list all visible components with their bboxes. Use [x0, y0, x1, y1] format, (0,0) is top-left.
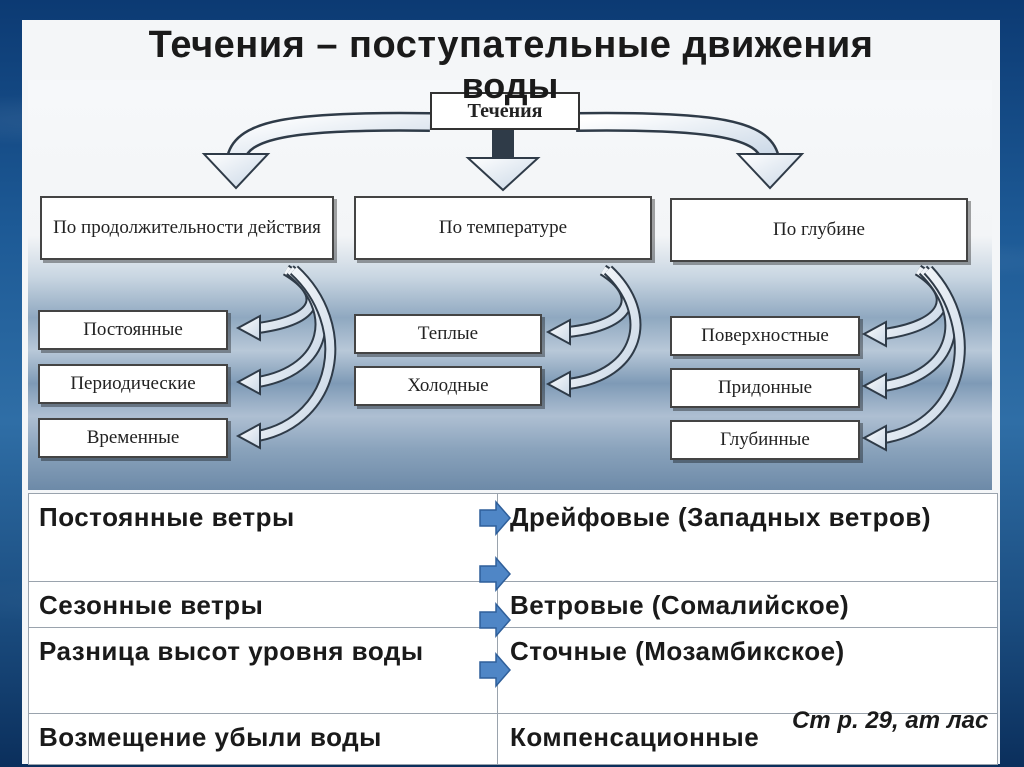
item-surface: Поверхностные — [670, 316, 860, 356]
causes-effects-table: Постоянные ветры Дрейфовые (Западных вет… — [28, 493, 998, 765]
arrowhead-depth — [735, 153, 805, 190]
category-duration: По продолжительности действия — [40, 196, 334, 260]
effect-cell: Компенсационные — [497, 713, 998, 765]
item-warm: Теплые — [354, 314, 542, 354]
item-temporary: Временные — [38, 418, 228, 458]
table-arrows — [479, 500, 511, 688]
currents-classification-diagram: Течения По продолжительности действия По… — [28, 80, 992, 490]
right-arrow-icon — [479, 652, 511, 688]
item-bottom: Придонные — [670, 368, 860, 408]
diagram-arrows — [201, 111, 966, 452]
table-row: Разница высот уровня воды Сточные (Мозам… — [28, 627, 998, 714]
cause-cell: Разница высот уровня воды — [28, 627, 498, 714]
right-arrow-icon — [479, 602, 511, 638]
effect-cell: Ветровые (Сомалийское) — [497, 581, 998, 628]
table-row: Постоянные ветры Дрейфовые (Западных вет… — [28, 493, 998, 582]
category-depth: По глубине — [670, 198, 968, 262]
curve-arrows-temperature — [545, 264, 642, 398]
slide-title-continuation: воды — [461, 65, 559, 106]
cause-cell: Возмещение убыли воды — [28, 713, 498, 765]
right-arrow-icon — [479, 556, 511, 592]
category-temperature: По температуре — [354, 196, 652, 260]
table-row: Возмещение убыли воды Компенсационные — [28, 713, 998, 765]
root-node: Течения — [430, 92, 580, 130]
curve-arrows-depth — [861, 264, 966, 452]
item-periodic: Периодические — [38, 364, 228, 404]
right-arrow-icon — [479, 500, 511, 536]
cause-cell: Постоянные ветры — [28, 493, 498, 582]
cause-cell: Сезонные ветры — [28, 581, 498, 628]
item-constant: Постоянные — [38, 310, 228, 350]
effect-cell: Сточные (Мозамбикское) — [497, 627, 998, 714]
slide-title: Течения – поступательные движения — [148, 24, 874, 66]
effect-cell: Дрейфовые (Западных ветров) — [497, 493, 998, 582]
item-deep: Глубинные — [670, 420, 860, 460]
item-cold: Холодные — [354, 366, 542, 406]
curve-arrows-duration — [235, 264, 337, 450]
arrowhead-temperature — [465, 157, 541, 192]
arrowhead-duration — [201, 153, 271, 190]
atlas-page-note: Ст р. 29, ат лас — [792, 707, 989, 734]
